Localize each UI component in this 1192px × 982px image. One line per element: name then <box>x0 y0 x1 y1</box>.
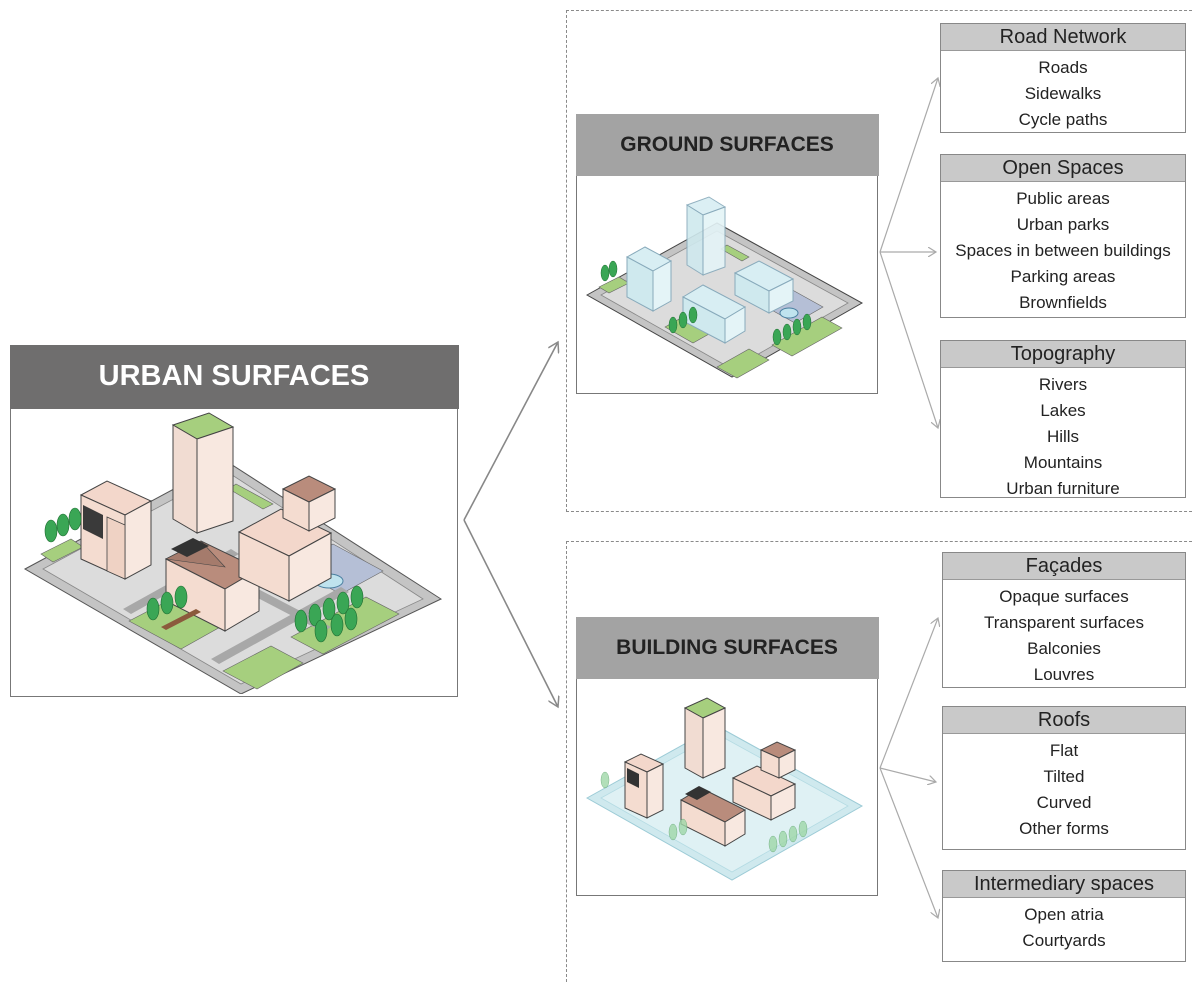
category-item: Opaque surfaces <box>999 587 1129 606</box>
category-road-network: Road Network Roads Sidewalks Cycle paths <box>940 23 1186 133</box>
ground-surfaces-panel: GROUND SURFACES <box>575 113 879 394</box>
urban-surfaces-title: URBAN SURFACES <box>9 344 459 409</box>
category-item: Courtyards <box>1022 931 1106 950</box>
category-item: Mountains <box>1023 453 1103 472</box>
building-surfaces-title: BUILDING SURFACES <box>575 616 879 679</box>
category-title: Roofs <box>943 707 1185 734</box>
category-item: Public areas <box>1016 189 1110 208</box>
category-item: Balconies <box>1027 639 1101 658</box>
ground-illustration <box>585 196 864 379</box>
arrow-to-ground <box>463 342 558 521</box>
category-item: Parking areas <box>1010 267 1116 286</box>
category-topography: Topography Rivers Lakes Hills Mountains … <box>940 340 1186 498</box>
category-title: Topography <box>941 341 1185 368</box>
category-item: Transparent surfaces <box>984 613 1144 632</box>
arrow-to-building <box>463 519 558 707</box>
category-facades: Façades Opaque surfaces Transparent surf… <box>942 552 1186 688</box>
category-item: Flat <box>1049 741 1079 760</box>
category-item: Spaces in between buildings <box>955 241 1171 260</box>
category-item: Open atria <box>1024 905 1104 924</box>
category-roofs: Roofs Flat Tilted Curved Other forms <box>942 706 1186 850</box>
category-title: Open Spaces <box>941 155 1185 182</box>
category-item: Lakes <box>1040 401 1086 420</box>
ground-surfaces-title: GROUND SURFACES <box>575 113 879 176</box>
building-illustration <box>585 697 864 881</box>
category-item: Roads <box>1038 58 1088 77</box>
category-item: Louvres <box>1033 665 1095 684</box>
category-title: Façades <box>943 553 1185 580</box>
urban-city-illustration <box>23 412 443 694</box>
category-item: Sidewalks <box>1024 84 1102 103</box>
category-item: Urban parks <box>1016 215 1110 234</box>
category-title: Intermediary spaces <box>943 871 1185 898</box>
category-item: Tilted <box>1043 767 1085 786</box>
category-item: Urban furniture <box>1006 479 1120 498</box>
category-title: Road Network <box>941 24 1185 51</box>
ground-section-border <box>566 10 1192 512</box>
category-item: Cycle paths <box>1018 110 1108 129</box>
urban-surfaces-panel: URBAN SURFACES <box>9 344 459 697</box>
category-intermediary-spaces: Intermediary spaces Open atria Courtyard… <box>942 870 1186 962</box>
category-item: Other forms <box>1019 819 1109 838</box>
category-item: Curved <box>1036 793 1092 812</box>
building-surfaces-panel: BUILDING SURFACES <box>575 616 879 896</box>
category-item: Brownfields <box>1019 293 1107 312</box>
category-item: Rivers <box>1038 375 1088 394</box>
category-item: Hills <box>1046 427 1080 446</box>
building-section-border <box>566 541 1192 982</box>
category-open-spaces: Open Spaces Public areas Urban parks Spa… <box>940 154 1186 318</box>
